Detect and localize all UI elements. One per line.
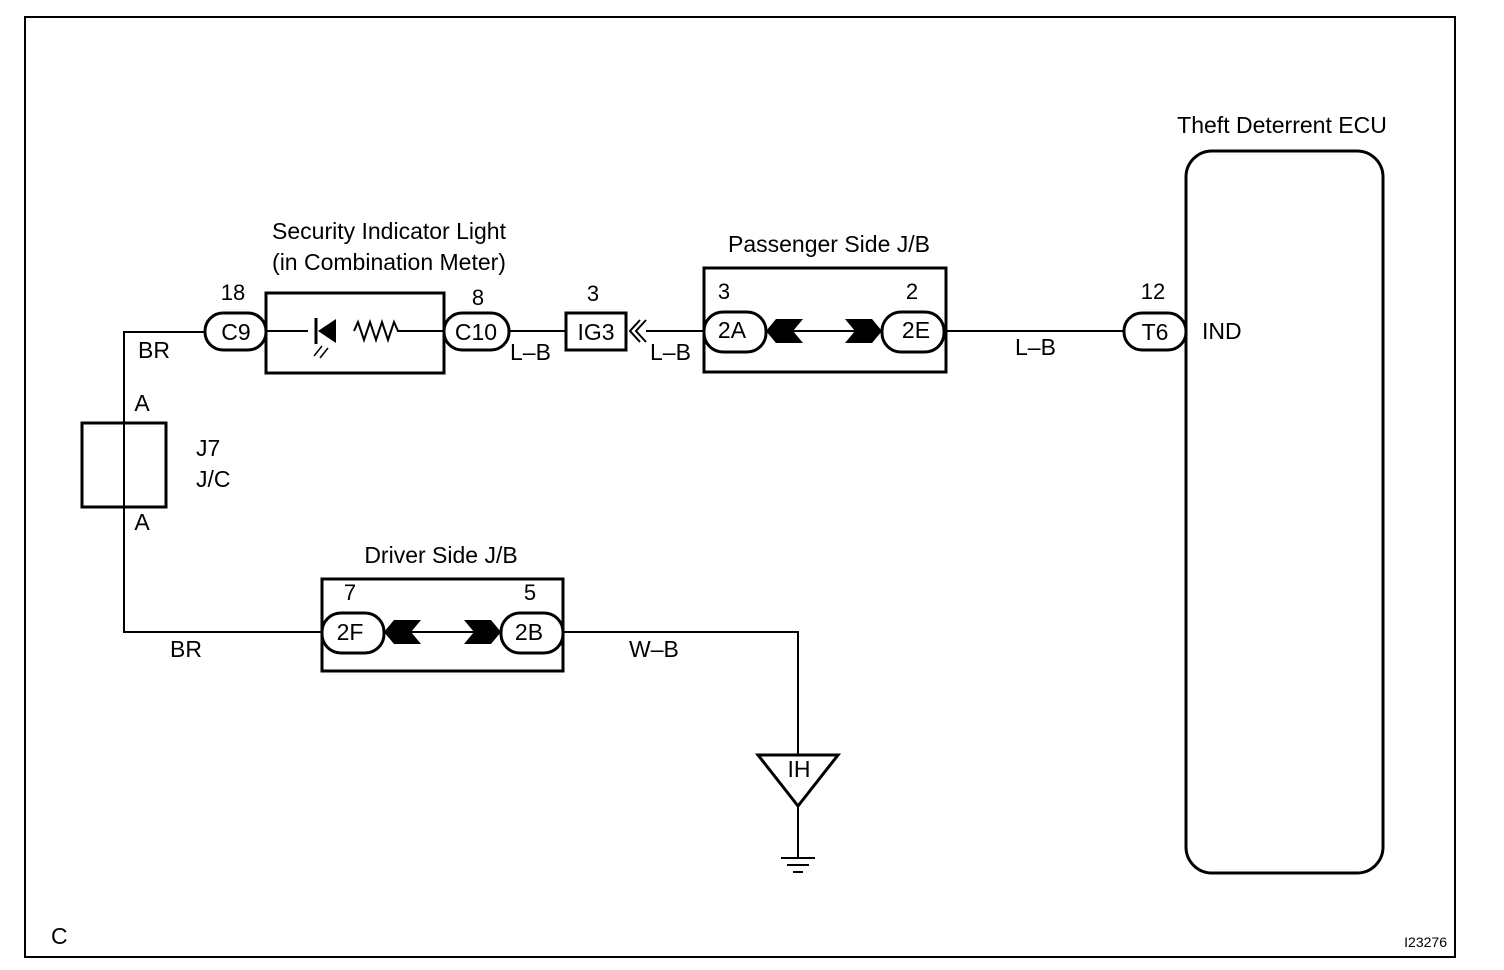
connector-c9-pin: 18 xyxy=(221,280,245,305)
connector-ig3-pin: 3 xyxy=(587,281,599,306)
junction-j7-box xyxy=(80,421,168,509)
passenger-jb-right-arrow-icon xyxy=(845,319,882,343)
connector-2f xyxy=(320,611,386,655)
connector-c10-id: C10 xyxy=(455,319,497,345)
connector-ig3-id: IG3 xyxy=(577,319,614,345)
figure-id: I23276 xyxy=(1404,934,1447,950)
connector-c9 xyxy=(203,311,268,352)
connector-c10-pin: 8 xyxy=(472,285,484,310)
wire-wb xyxy=(563,631,799,755)
wire-label-lb-1: L–B xyxy=(510,339,551,365)
passenger-jb-box xyxy=(702,266,948,374)
connector-2a-pin: 3 xyxy=(718,279,730,304)
ecu-title: Theft Deterrent ECU xyxy=(1177,112,1387,138)
connector-2e-id: 2E xyxy=(902,317,930,343)
connector-2a xyxy=(702,310,768,354)
wire-label-br-bottom: BR xyxy=(170,636,202,662)
connector-2f-pin: 7 xyxy=(344,580,356,605)
connector-ig3 xyxy=(564,311,628,352)
passenger-jb-left-arrow-icon xyxy=(766,319,803,343)
junction-name: J7 xyxy=(196,435,220,461)
junction-type: J/C xyxy=(196,466,231,492)
wire-label-br-top: BR xyxy=(138,337,170,363)
connector-2a-id: 2A xyxy=(718,317,747,343)
connector-c9-id: C9 xyxy=(221,319,250,345)
driver-jb-left-arrow-icon xyxy=(384,620,421,644)
ig3-arrow-icon xyxy=(628,319,647,343)
connector-t6-pin: 12 xyxy=(1141,279,1165,304)
wire-br-top xyxy=(123,331,205,423)
junction-pin-bottom: A xyxy=(134,509,150,535)
junction-pin-top: A xyxy=(134,390,150,416)
indicator-title-line2: (in Combination Meter) xyxy=(272,249,506,275)
ecu-body xyxy=(1184,149,1385,875)
ground-icon xyxy=(781,857,815,873)
led-icon xyxy=(308,318,354,359)
wire-br-bottom xyxy=(123,507,322,633)
connector-2b-pin: 5 xyxy=(524,580,536,605)
wire-label-lb-3: L–B xyxy=(1015,334,1056,360)
driver-jb-title: Driver Side J/B xyxy=(364,542,517,568)
resistor-icon xyxy=(352,318,402,344)
connector-t6-id: T6 xyxy=(1142,319,1169,345)
connector-2e xyxy=(880,310,946,354)
wire-label-wb: W–B xyxy=(629,636,679,662)
passenger-jb-title: Passenger Side J/B xyxy=(728,231,930,257)
wire-label-lb-2: L–B xyxy=(650,339,691,365)
ground-point-ih-id: IH xyxy=(788,756,811,782)
connector-2b xyxy=(499,611,565,655)
ground-point-ih xyxy=(754,753,842,809)
connector-t6 xyxy=(1122,311,1188,352)
indicator-title-line1: Security Indicator Light xyxy=(272,218,507,244)
connector-2e-pin: 2 xyxy=(906,279,918,304)
ecu-terminal-label: IND xyxy=(1202,318,1242,344)
section-letter: C xyxy=(51,923,68,949)
connector-2b-id: 2B xyxy=(515,619,543,645)
connector-c10 xyxy=(442,311,511,352)
driver-jb-right-arrow-icon xyxy=(464,620,501,644)
diagram-frame xyxy=(24,16,1456,958)
connector-2f-id: 2F xyxy=(337,619,364,645)
